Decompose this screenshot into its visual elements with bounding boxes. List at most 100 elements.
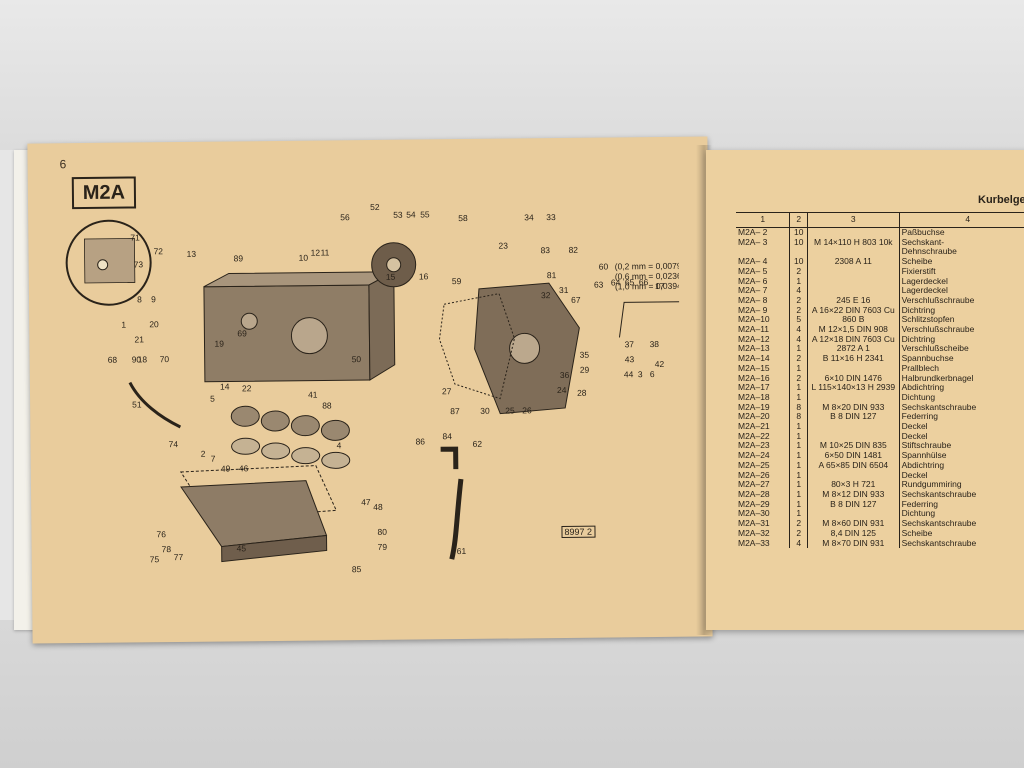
callout-13: 13	[187, 249, 197, 259]
quantity-cell: 10	[789, 227, 808, 238]
part-number-cell: M2A–30	[736, 509, 791, 520]
description-cell: Sechskantschraube	[901, 518, 977, 529]
quantity-cell: 2	[789, 295, 808, 306]
callout-56: 56	[340, 212, 350, 222]
description-cell: Stiftschraube	[901, 440, 952, 451]
callout-35: 35	[580, 350, 590, 360]
standard-cell: B 8 DIN 127	[807, 499, 900, 510]
description-cell: Verschlußschraube	[901, 324, 975, 335]
callout-19: 19	[214, 339, 224, 349]
callout-37: 37	[624, 339, 634, 349]
quantity-cell: 2	[789, 528, 808, 539]
standard-cell	[807, 266, 900, 277]
quantity-cell: 10	[789, 256, 808, 267]
oil-hose	[440, 446, 464, 560]
description-cell: Deckel	[901, 430, 928, 441]
part-number-cell: M2A–17	[736, 383, 791, 393]
description-cell: Dichtring	[901, 304, 936, 315]
description-cell: Spannbuchse	[901, 353, 954, 364]
callout-55: 55	[420, 209, 430, 219]
callout-72: 72	[153, 246, 163, 256]
description-cell: Verschlußscheibe	[901, 343, 969, 354]
part-number-cell: M2A– 2	[736, 227, 791, 238]
callout-90: 90	[132, 354, 142, 364]
standard-cell: 2872 A 1	[807, 344, 900, 355]
part-number-cell: M2A– 6	[736, 276, 791, 287]
description-cell: Fixierstift	[901, 265, 936, 276]
gasket-thickness-label: (1,0 mm = 0,0394 in.)	[615, 281, 682, 292]
table-header-row: 1 2 3 4	[736, 212, 1024, 228]
quantity-cell: 1	[789, 450, 808, 461]
callout-44: 44	[624, 369, 634, 379]
part-number-cell: M2A–13	[736, 344, 791, 355]
callout-79: 79	[378, 542, 388, 552]
oil-pan-gasket	[179, 465, 338, 521]
section-title: Kurbelge	[978, 194, 1024, 206]
quantity-cell: 5	[789, 315, 808, 326]
standard-cell: 8,4 DIN 125	[807, 528, 900, 539]
callout-74: 74	[169, 439, 179, 449]
callout-84: 84	[442, 431, 452, 441]
description-cell: Deckel	[901, 421, 928, 432]
callout-12: 12	[311, 248, 321, 258]
callout-42: 42	[655, 359, 665, 369]
column-header: 4	[899, 212, 1024, 228]
quantity-cell: 1	[789, 509, 808, 520]
page-number: 6	[59, 157, 67, 172]
background-top	[0, 0, 1024, 150]
part-number-cell: M2A– 7	[736, 286, 791, 296]
quantity-cell: 1	[789, 431, 808, 442]
description-cell: Sechskantschraube	[901, 401, 977, 412]
callout-32: 32	[541, 290, 551, 300]
part-number-cell: M2A–31	[736, 518, 791, 529]
callout-38: 38	[649, 339, 659, 349]
quantity-cell: 2	[789, 518, 808, 529]
standard-cell: A 65×85 DIN 6504	[807, 460, 900, 471]
callout-49: 49	[221, 463, 231, 473]
callout-78: 78	[162, 544, 172, 554]
description-cell: Verschlußschraube	[901, 294, 975, 305]
table-row: Dehnschraube	[736, 247, 1024, 258]
callout-1: 1	[121, 320, 126, 330]
callout-15: 15	[386, 272, 396, 282]
part-number-cell: M2A–27	[736, 480, 791, 490]
part-number-cell	[736, 247, 791, 258]
callout-85: 85	[352, 564, 362, 574]
callout-61: 61	[457, 546, 467, 556]
part-number-cell: M2A–20	[736, 412, 791, 423]
gasket-thickness-label: (0,6 mm = 0,0236 in.)	[615, 271, 682, 282]
callout-34: 34	[524, 212, 534, 222]
quantity-cell: 4	[789, 286, 808, 296]
part-number-cell: M2A– 9	[736, 305, 791, 316]
timing-cover	[474, 282, 580, 415]
oil-pan	[180, 480, 328, 563]
description-cell: Sechskantschraube	[901, 537, 977, 548]
quantity-cell: 1	[789, 499, 808, 510]
quantity-cell: 8	[789, 412, 808, 423]
quantity-cell: 4	[789, 334, 808, 345]
standard-cell: 6×50 DIN 1481	[807, 450, 900, 461]
callout-45: 45	[237, 543, 247, 553]
callout-47: 47	[361, 497, 371, 507]
quantity-cell: 1	[789, 460, 808, 471]
callout-50: 50	[352, 354, 362, 364]
callout-62: 62	[473, 439, 483, 449]
quantity-cell: 10	[789, 237, 808, 248]
callout-82: 82	[568, 245, 578, 255]
callout-60: 60	[599, 261, 609, 271]
description-cell: Spannhülse	[901, 450, 947, 461]
part-number-cell: M2A–19	[736, 402, 791, 413]
